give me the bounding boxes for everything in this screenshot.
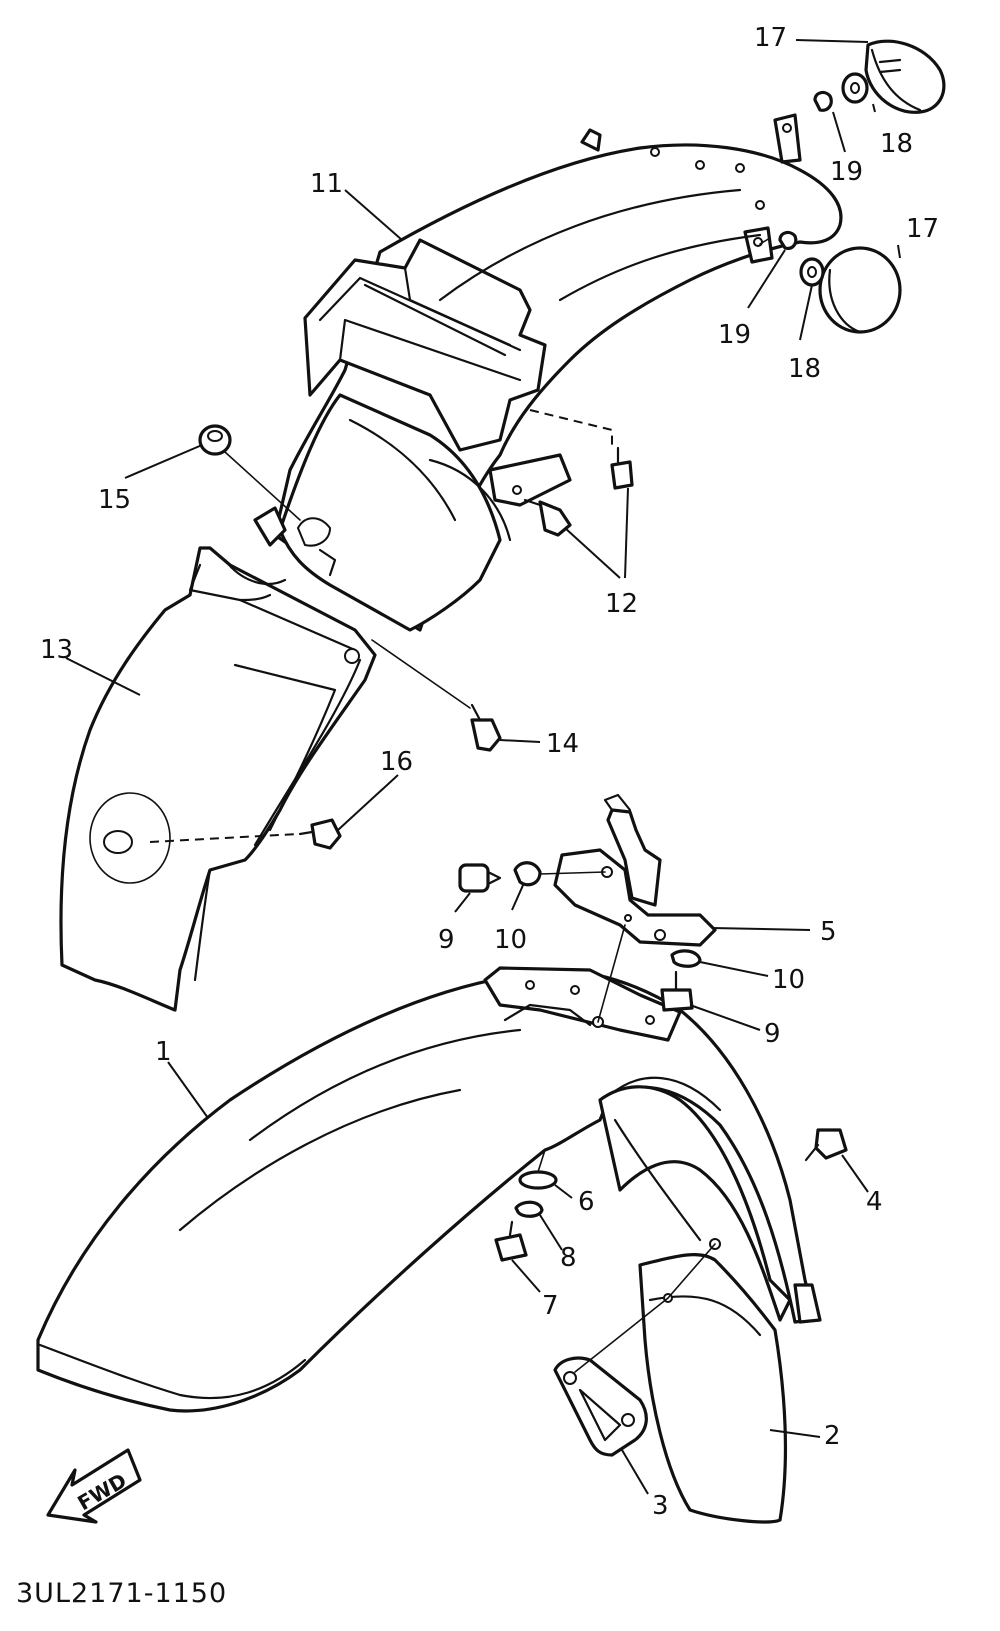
callout-18-bottom: 18 [788,354,821,384]
grommet-15 [198,424,232,456]
washer-6 [518,1170,558,1190]
assembly-line-2-3 [574,1297,669,1373]
lock-washer-19-top [813,90,833,112]
bracket-5 [553,793,717,947]
callout-6: 6 [578,1187,595,1217]
callout-10-left: 10 [494,925,527,955]
callout-3: 3 [652,1491,669,1521]
callout-14: 14 [546,729,579,759]
callout-13: 13 [40,635,73,665]
assembly-line-12 [529,409,613,448]
assembly-line-5 [597,924,626,1023]
assembly-line-2-top [667,1243,716,1299]
bolt-12-b [610,446,634,490]
callout-11: 11 [310,169,343,199]
callout-4: 4 [866,1187,883,1217]
callout-10-right: 10 [772,965,805,995]
leader-lines [65,39,901,1495]
assembly-line-19 [759,237,771,245]
bracket-3 [553,1356,648,1457]
callout-5: 5 [820,917,837,947]
assembly-line-6 [537,1149,546,1173]
bolt-12-a [523,498,572,537]
assembly-line-16 [149,833,299,843]
lock-washer-10-left [513,861,542,887]
callout-17-bottom: 17 [906,214,939,244]
drawing-code: 3UL2171-1150 [16,1578,227,1609]
callout-9-right: 9 [764,1019,781,1049]
callout-7: 7 [542,1291,559,1321]
callout-1: 1 [155,1037,172,1067]
lock-washer-19-bottom [778,230,798,250]
rear-fender-1 [36,966,822,1413]
assembly-line-9-10 [539,871,606,875]
callout-12: 12 [605,589,638,619]
callout-19-top: 19 [830,157,863,187]
lock-washer-8 [514,1200,544,1218]
callout-8: 8 [560,1243,577,1273]
callout-15: 15 [98,485,131,515]
lock-washer-10-right [670,949,702,968]
reflector-17-top [864,39,946,114]
bolt-14 [470,703,502,752]
bolt-16 [298,818,342,850]
reflector-17-bottom [818,246,902,334]
washer-18-top [841,72,869,104]
callout-17-top: 17 [754,23,787,53]
rear-fender-11 [253,113,843,632]
bolt-9-right [660,970,694,1012]
bolt-9-left [458,863,502,893]
assembly-line-14 [371,639,471,709]
callout-18-top: 18 [880,129,913,159]
callout-19-bottom: 19 [718,320,751,350]
assembly-line-15 [224,451,301,521]
mud-flap-2 [638,1253,788,1524]
washer-18-bottom [799,257,825,287]
callout-2: 2 [824,1421,841,1451]
bolt-4 [804,1128,848,1162]
inner-fender-13 [59,546,377,1012]
bolt-7 [494,1220,528,1262]
callout-9-left: 9 [438,925,455,955]
fwd-arrow: FWD [46,1448,142,1524]
callout-16: 16 [380,747,413,777]
